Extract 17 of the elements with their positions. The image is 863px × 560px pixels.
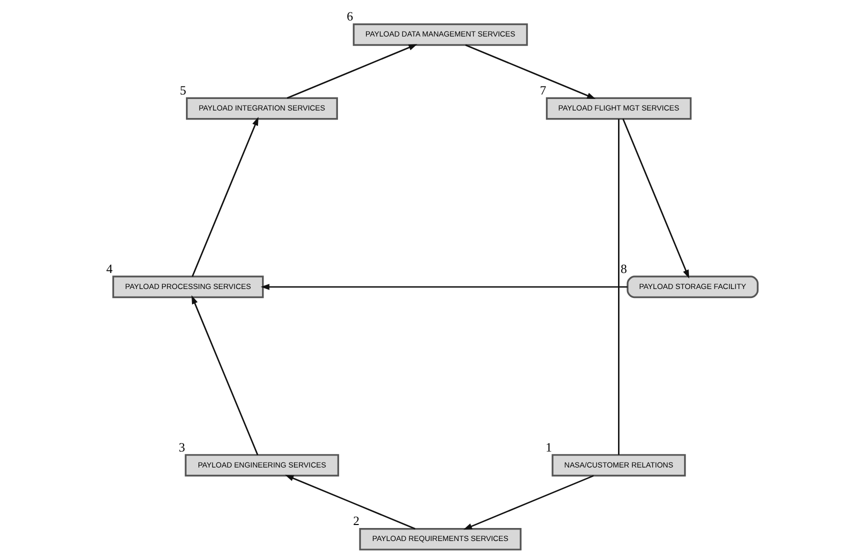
arrow bbox=[260, 284, 627, 290]
node-label: 8 bbox=[620, 262, 627, 276]
arrow bbox=[286, 44, 417, 99]
node-label: 2 bbox=[352, 514, 359, 528]
arrow bbox=[462, 475, 594, 530]
node-label: 3 bbox=[178, 440, 185, 454]
arrow bbox=[622, 118, 689, 279]
arrow bbox=[191, 295, 258, 456]
node-label: 6 bbox=[346, 10, 353, 24]
node-label: 1 bbox=[545, 440, 552, 454]
connector bbox=[618, 119, 619, 455]
node-label: 7 bbox=[539, 83, 546, 98]
node-label: 5 bbox=[179, 83, 186, 98]
arrow bbox=[191, 116, 258, 277]
node-label: 4 bbox=[106, 262, 112, 276]
arrow bbox=[464, 44, 596, 99]
arrow bbox=[284, 474, 415, 530]
